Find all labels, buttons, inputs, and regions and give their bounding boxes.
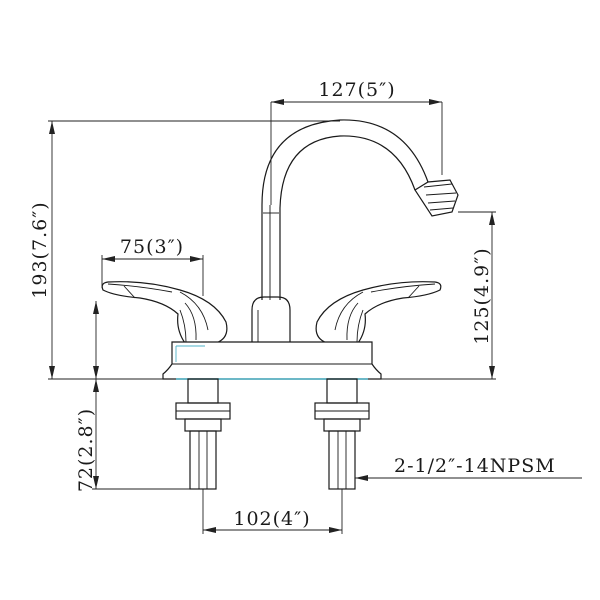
left-handle — [101, 281, 228, 344]
center-spread-label: 102(4″) — [233, 508, 310, 530]
shank-length-label: 72(2.8″) — [75, 408, 97, 492]
spout — [261, 119, 459, 300]
overall-height-label: 193(7.6″) — [29, 201, 51, 298]
spout-height-dimension: 125(4.9″) — [381, 211, 496, 380]
handle-width-dimension: 75(3″) — [101, 236, 204, 296]
base-plate — [162, 341, 382, 380]
shank-length-dimension: 72(2.8″) — [75, 301, 190, 492]
handle-width-label: 75(3″) — [120, 236, 184, 258]
thread-spec-callout: 2-1/2″-14NPSM — [355, 455, 582, 481]
spout-reach-label: 127(5″) — [318, 79, 395, 101]
faucet-illustration — [101, 119, 459, 490]
spout-reach-dimension: 127(5″) — [270, 79, 443, 205]
overall-height-dimension: 193(7.6″) — [29, 120, 340, 380]
right-handle — [315, 281, 442, 344]
thread-spec-label: 2-1/2″-14NPSM — [394, 455, 556, 477]
center-column — [251, 296, 291, 342]
center-spread-dimension: 102(4″) — [202, 489, 343, 534]
left-shank — [175, 378, 231, 490]
spout-height-label: 125(4.9″) — [471, 247, 493, 344]
right-shank — [314, 378, 370, 490]
